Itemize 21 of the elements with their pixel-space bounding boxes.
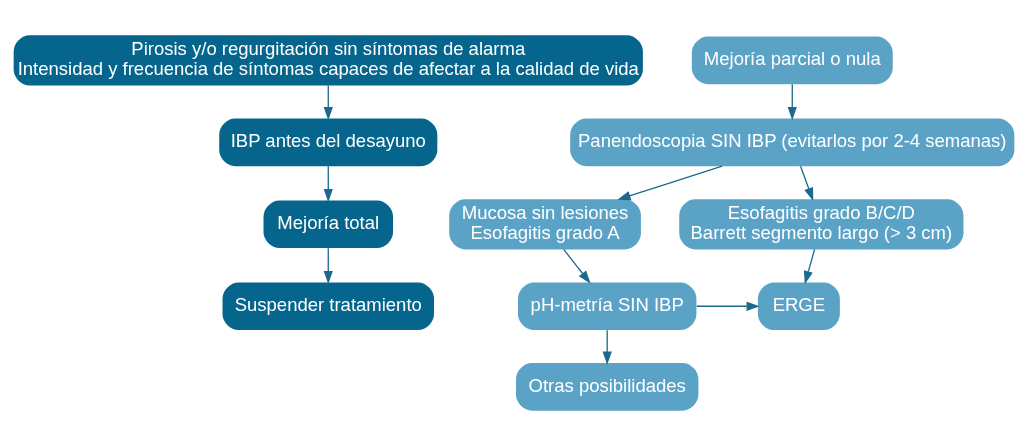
arrow [323, 165, 333, 203]
node-box: Esofagitis grado B/C/D Barrett segmento largo (> 3 cm) [679, 199, 964, 250]
arrow [323, 84, 333, 121]
arrow [799, 165, 814, 201]
node-box: ERGE [757, 282, 840, 331]
node-box: Suspender tratamiento [222, 282, 434, 331]
node-box: Mejoría parcial o nula [691, 36, 893, 85]
arrow [323, 247, 333, 285]
arrow [803, 248, 816, 285]
arrow [617, 165, 723, 201]
node-box: Panendoscopia SIN IBP (evitarlos por 2-4 semanas) [570, 118, 1015, 167]
arrow [563, 248, 591, 284]
node-box: IBP antes del desayuno [219, 118, 438, 167]
node-box: Mejoría total [263, 200, 394, 249]
arrow [602, 329, 612, 365]
arrow [696, 301, 760, 311]
node-box: Pirosis y/o regurgitación sin síntomas de alarma Intensidad y frecuencia de síntomas capaces de afectar a la calidad de vida [13, 35, 643, 86]
node-box: pH-metría SIN IBP [517, 282, 697, 331]
node-box: Otras posibilidades [516, 363, 699, 411]
arrow [787, 83, 797, 121]
node-box: Mucosa sin lesiones Esofagitis grado A [449, 199, 641, 250]
